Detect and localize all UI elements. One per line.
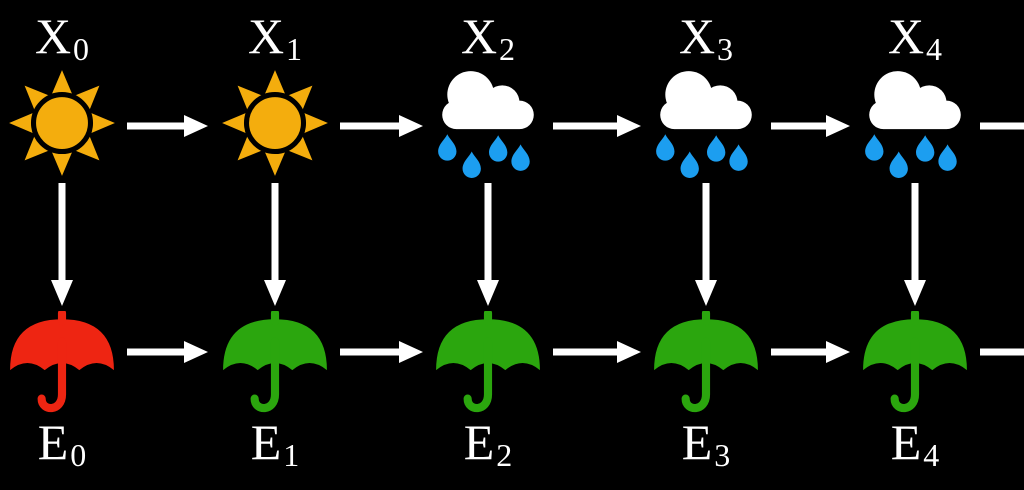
arrow-x0-e0 xyxy=(51,183,73,306)
state-label-sub: 1 xyxy=(286,31,303,67)
arrow-e4-offscreen xyxy=(980,348,1024,356)
state-label-x4: X4 xyxy=(835,10,995,68)
arrow-x1-x2 xyxy=(340,115,423,137)
evidence-label-sub: 3 xyxy=(714,437,731,473)
evidence-label-sub: 0 xyxy=(70,437,87,473)
state-label-x2: X2 xyxy=(408,10,568,68)
cloud-shape xyxy=(442,71,534,130)
umbrella-icon xyxy=(10,311,114,413)
evidence-label-e0: E0 xyxy=(0,416,142,474)
arrow-x2-e2 xyxy=(477,183,499,306)
raindrops xyxy=(656,134,748,178)
rain-cloud-icon xyxy=(865,71,961,178)
arrow-x2-x3 xyxy=(553,115,641,137)
umbrella-icon xyxy=(223,311,327,413)
state-label-sub: 4 xyxy=(926,31,943,67)
state-label-main: X xyxy=(34,8,72,64)
evidence-label-e3: E3 xyxy=(626,416,786,474)
sun-icon xyxy=(222,70,328,176)
arrow-x1-e1 xyxy=(264,183,286,306)
arrow-x4-e4 xyxy=(904,183,926,306)
state-label-main: X xyxy=(460,8,498,64)
sun-shape xyxy=(9,70,115,176)
sun-icon xyxy=(9,70,115,176)
umbrella-handle xyxy=(463,311,493,413)
umbrella-handle xyxy=(37,311,67,413)
arrow-x4-offscreen xyxy=(980,122,1024,130)
state-label-x0: X0 xyxy=(0,10,142,68)
state-label-x1: X1 xyxy=(195,10,355,68)
evidence-label-e2: E2 xyxy=(408,416,568,474)
arrow-e3-e4 xyxy=(771,341,850,363)
evidence-label-sub: 2 xyxy=(496,437,513,473)
sun-shape xyxy=(222,70,328,176)
arrow-e1-e2 xyxy=(340,341,423,363)
state-label-sub: 3 xyxy=(717,31,734,67)
umbrella-handle xyxy=(681,311,711,413)
raindrops xyxy=(865,134,957,178)
arrow-x3-x4 xyxy=(771,115,850,137)
arrow-x0-x1 xyxy=(127,115,208,137)
state-label-sub: 0 xyxy=(73,31,90,67)
umbrella-icon xyxy=(654,311,758,413)
umbrella-icon xyxy=(863,311,967,413)
evidence-label-main: E xyxy=(463,414,495,470)
evidence-label-e4: E4 xyxy=(835,416,995,474)
evidence-label-e1: E1 xyxy=(195,416,355,474)
evidence-label-main: E xyxy=(250,414,282,470)
arrow-x3-e3 xyxy=(695,183,717,306)
evidence-label-sub: 4 xyxy=(923,437,940,473)
state-label-main: X xyxy=(887,8,925,64)
arrow-e0-e1 xyxy=(127,341,208,363)
state-label-main: X xyxy=(247,8,285,64)
umbrella-handle xyxy=(250,311,280,413)
state-label-sub: 2 xyxy=(499,31,516,67)
raindrops xyxy=(438,134,530,178)
cloud-shape xyxy=(869,71,961,130)
evidence-label-sub: 1 xyxy=(283,437,300,473)
evidence-label-main: E xyxy=(890,414,922,470)
evidence-label-main: E xyxy=(37,414,69,470)
arrow-e2-e3 xyxy=(553,341,641,363)
umbrella-handle xyxy=(890,311,920,413)
rain-cloud-icon xyxy=(438,71,534,178)
rain-cloud-icon xyxy=(656,71,752,178)
state-label-x3: X3 xyxy=(626,10,786,68)
cloud-shape xyxy=(660,71,752,130)
umbrella-icon xyxy=(436,311,540,413)
state-label-main: X xyxy=(678,8,716,64)
evidence-label-main: E xyxy=(681,414,713,470)
